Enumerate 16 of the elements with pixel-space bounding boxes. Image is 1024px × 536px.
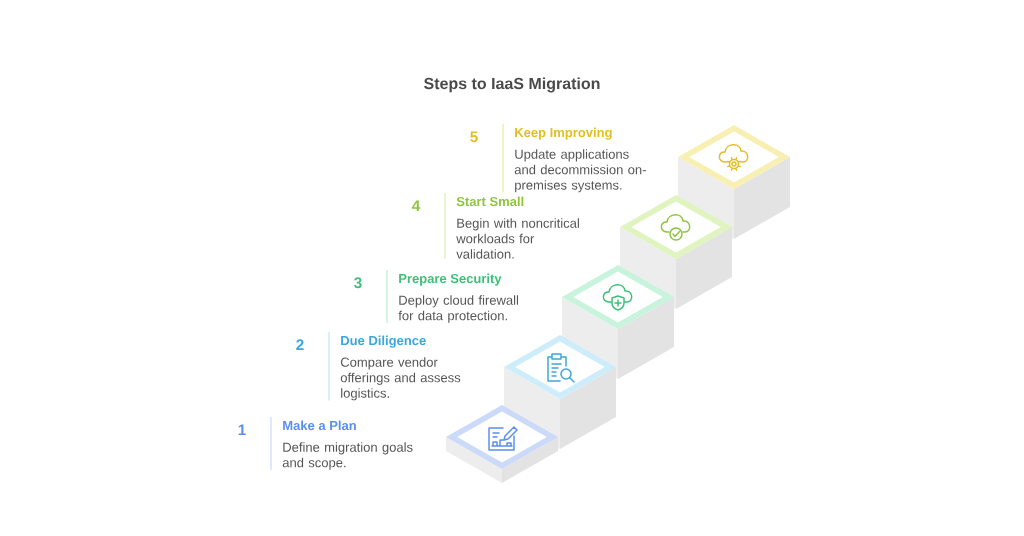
step-description: Deploy cloud firewall for data protection. — [398, 295, 519, 323]
step-heading: Start Small — [456, 196, 524, 207]
step-number: 1 — [238, 424, 246, 435]
step-description: Define migration goals and scope. — [282, 442, 413, 470]
step-heading: Due Diligence — [341, 335, 426, 348]
step-description: Update applications and decommission on-premises systems. — [514, 149, 646, 193]
step-number: 5 — [470, 131, 478, 143]
step-number: 2 — [296, 339, 304, 350]
step-description: Compare vendor offerings and assess logistics. — [340, 357, 461, 401]
step-heading: Make a Plan — [283, 420, 356, 431]
step-description: Begin with noncritical workloads for validation. — [456, 218, 579, 259]
step-heading: Prepare Security — [399, 273, 502, 286]
step-number: 4 — [411, 200, 421, 211]
step-heading: Keep Improving — [515, 127, 612, 140]
step-number: 3 — [354, 277, 362, 289]
title: Steps to IaaS Migration — [424, 77, 600, 93]
